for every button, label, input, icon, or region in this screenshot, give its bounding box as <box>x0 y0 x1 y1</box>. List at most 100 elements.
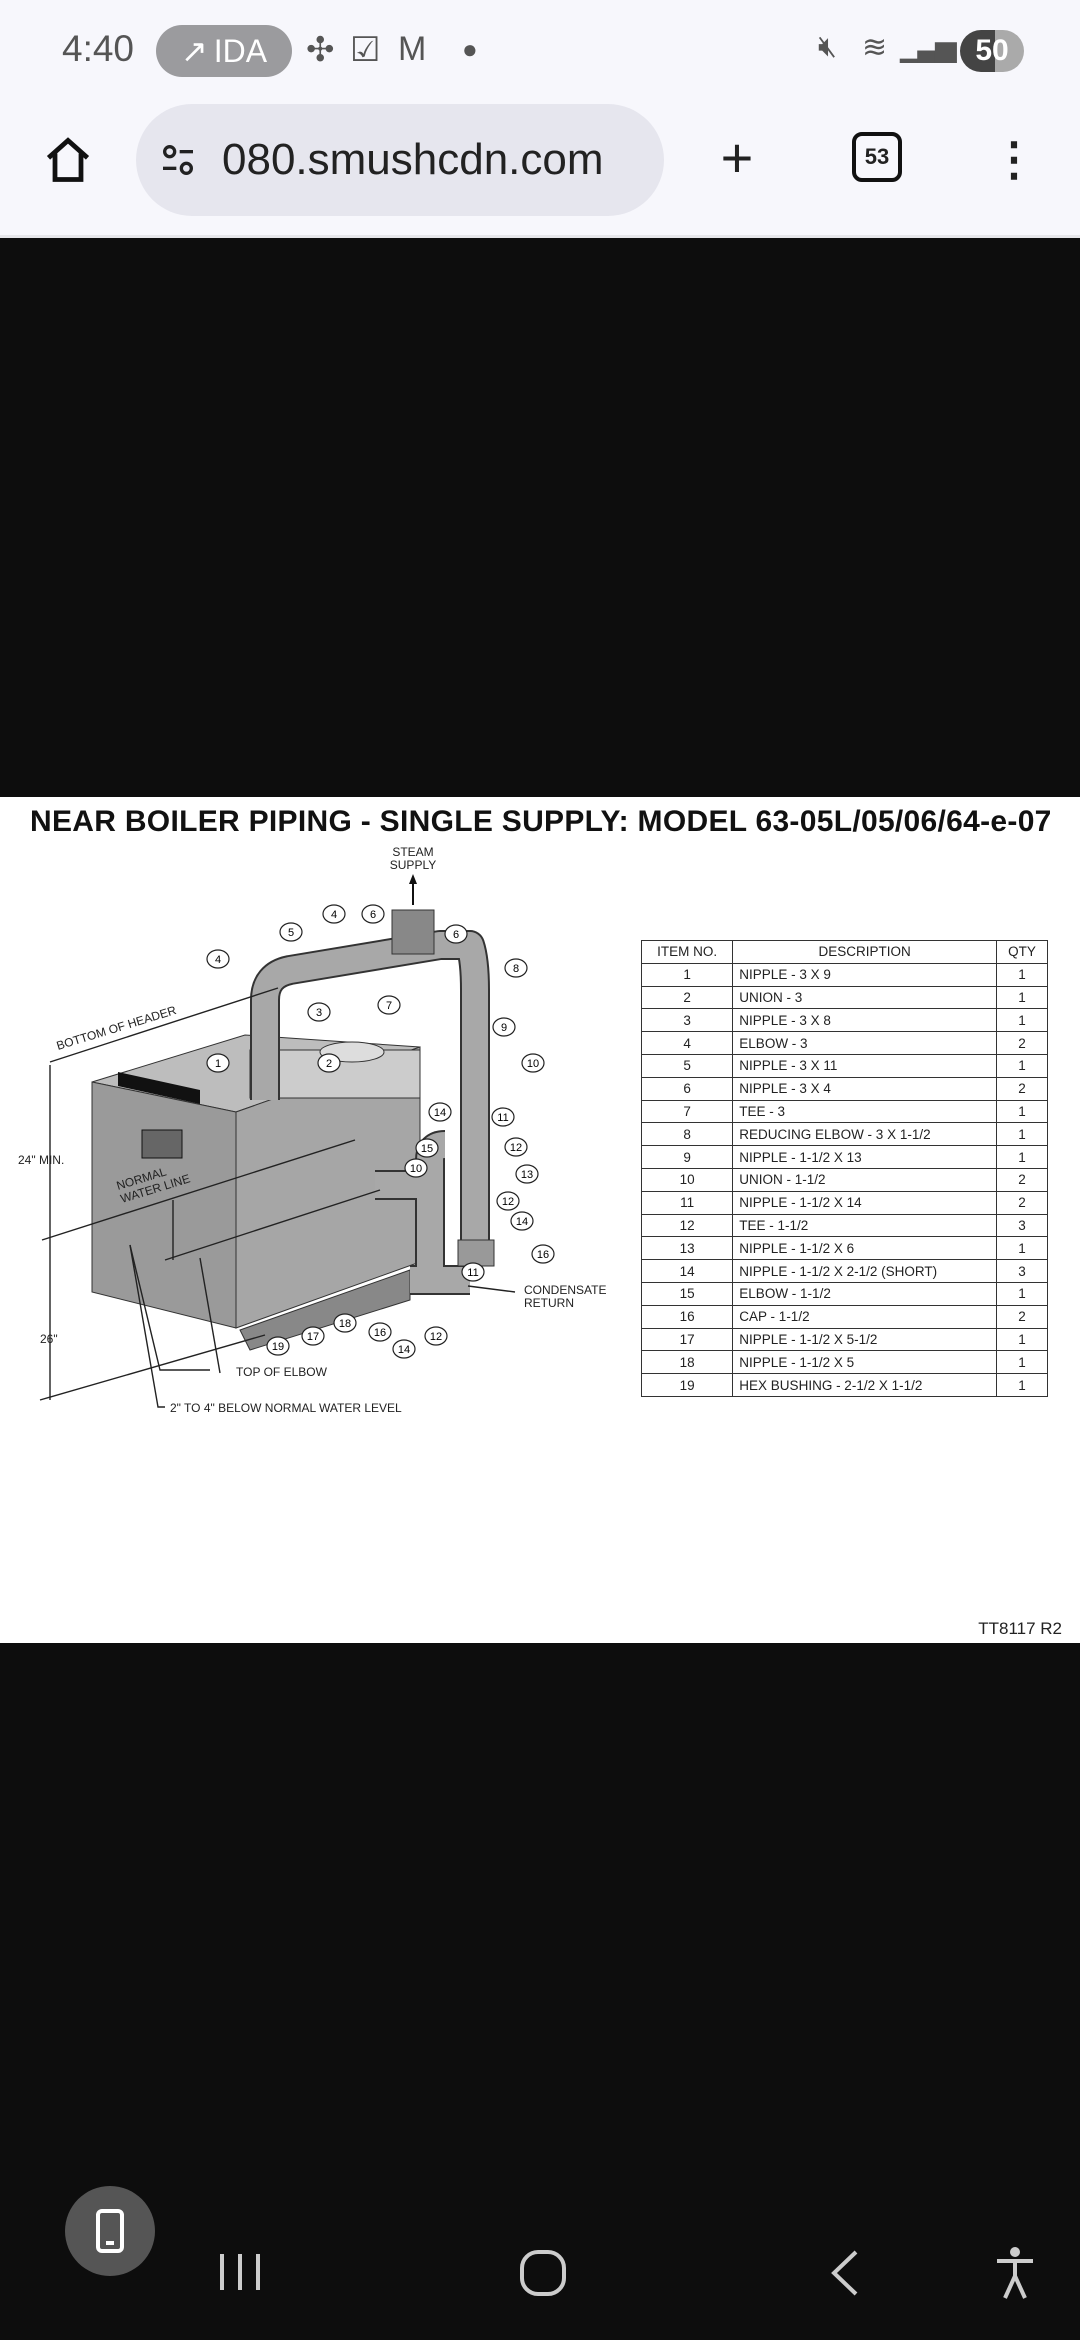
callout-number: 10 <box>410 1163 422 1175</box>
callout-circle <box>521 1053 545 1073</box>
mute-icon: 🔇︎ <box>818 30 837 63</box>
address-bar[interactable]: 080.smushcdn.com <box>136 104 664 216</box>
callout: 4 <box>206 949 230 969</box>
cell-description: ELBOW - 1-1/2 <box>732 1281 997 1306</box>
cell-description: NIPPLE - 1-1/2 X 2-1/2 (SHORT) <box>732 1259 997 1283</box>
callout: 6 <box>361 904 385 924</box>
callout-circle <box>322 904 346 924</box>
callout-number: 12 <box>502 1196 514 1208</box>
more-menu-button[interactable]: ⋮ <box>991 128 1037 190</box>
callout: 12 <box>496 1191 520 1211</box>
callout-circle <box>368 1322 392 1342</box>
callout: 8 <box>504 958 528 978</box>
mail-check-icon: ☑ <box>350 31 381 69</box>
callout-circle <box>492 1017 516 1037</box>
callout: 15 <box>415 1138 439 1158</box>
label-below-water: 2" TO 4" BELOW NORMAL WATER LEVEL <box>170 1401 402 1415</box>
figure-title: NEAR BOILER PIPING - SINGLE SUPPLY: MODE… <box>30 805 1052 838</box>
home-nav-button[interactable] <box>518 2248 568 2298</box>
cell-item: 19 <box>640 1373 734 1397</box>
label-return: RETURN <box>524 1296 574 1310</box>
callout-circle <box>404 1158 428 1178</box>
callout-circle <box>206 1053 230 1073</box>
cell-qty: 1 <box>995 1236 1049 1261</box>
callout-circle <box>279 922 303 942</box>
cell-item: 5 <box>640 1053 734 1078</box>
tab-switcher-button[interactable]: 53 <box>852 132 902 182</box>
cell-qty: 2 <box>995 1167 1049 1192</box>
cell-description: NIPPLE - 1-1/2 X 6 <box>732 1236 997 1261</box>
home-icon <box>46 137 90 182</box>
callout-number: 15 <box>421 1143 433 1155</box>
cell-qty: 2 <box>995 1190 1049 1215</box>
cell-item: 9 <box>640 1145 734 1169</box>
callout-number: 4 <box>215 954 221 966</box>
cell-item: 6 <box>640 1076 734 1101</box>
callout-circle <box>415 1138 439 1158</box>
callout-circle <box>496 1191 520 1211</box>
boiler-diagram: STEAM SUPPLY BOTTOM OF HEADER 24" MIN. N… <box>18 845 606 1415</box>
accessibility-button[interactable] <box>994 2246 1036 2300</box>
label-supply: SUPPLY <box>390 858 436 872</box>
rotate-screen-button[interactable] <box>65 2186 155 2276</box>
callout-number: 2 <box>326 1058 332 1070</box>
callout-circle <box>317 1053 341 1073</box>
cell-description: NIPPLE - 1-1/2 X 5 <box>732 1350 997 1375</box>
cell-item: 12 <box>640 1213 734 1238</box>
ida-pill[interactable]: ↗IDA <box>156 25 292 77</box>
callout-number: 3 <box>316 1007 322 1019</box>
cell-description: TEE - 1-1/2 <box>732 1213 997 1238</box>
callout: 11 <box>461 1262 485 1282</box>
cell-qty: 1 <box>995 1350 1049 1375</box>
callout: 16 <box>368 1322 392 1342</box>
cell-qty: 3 <box>995 1259 1049 1283</box>
cell-description: NIPPLE - 3 X 8 <box>732 1008 997 1033</box>
callout-circle <box>461 1262 485 1282</box>
home-button[interactable] <box>36 128 100 192</box>
cell-item: 13 <box>640 1236 734 1261</box>
dot-icon: ● <box>462 34 478 64</box>
signal-icon: ▁▃▅ <box>900 31 957 62</box>
vent-grille <box>118 1072 200 1104</box>
callout-number: 6 <box>370 909 376 921</box>
recents-button[interactable] <box>218 2252 264 2292</box>
callout-number: 1 <box>215 1058 221 1070</box>
cell-description: CAP - 1-1/2 <box>732 1304 997 1329</box>
callout-circle <box>510 1211 534 1231</box>
cell-item: 10 <box>640 1167 734 1192</box>
cell-description: UNION - 1-1/2 <box>732 1167 997 1192</box>
cell-item: 16 <box>640 1304 734 1329</box>
callout-circle <box>206 949 230 969</box>
cell-qty: 2 <box>995 1304 1049 1329</box>
callout-circle <box>531 1244 555 1264</box>
callout-circle <box>361 904 385 924</box>
plus-icon: + <box>720 125 754 189</box>
callout: 14 <box>510 1211 534 1231</box>
callout-circle <box>333 1313 357 1333</box>
dimension-lines <box>39 987 516 1408</box>
tee-outlet <box>391 909 435 955</box>
cell-description: HEX BUSHING - 2-1/2 X 1-1/2 <box>732 1373 997 1397</box>
diagram-image: NEAR BOILER PIPING - SINGLE SUPPLY: MODE… <box>0 797 1080 1643</box>
new-tab-button[interactable]: + <box>706 125 768 189</box>
back-button[interactable] <box>828 2248 862 2298</box>
callout-number: 12 <box>430 1331 442 1343</box>
callout-number: 14 <box>398 1344 410 1356</box>
cell-description: TEE - 3 <box>732 1099 997 1124</box>
cell-item: 18 <box>640 1350 734 1375</box>
callout: 19 <box>266 1336 290 1356</box>
cell-description: ELBOW - 3 <box>732 1031 997 1055</box>
callout: 12 <box>504 1137 528 1157</box>
callout: 14 <box>392 1339 416 1359</box>
